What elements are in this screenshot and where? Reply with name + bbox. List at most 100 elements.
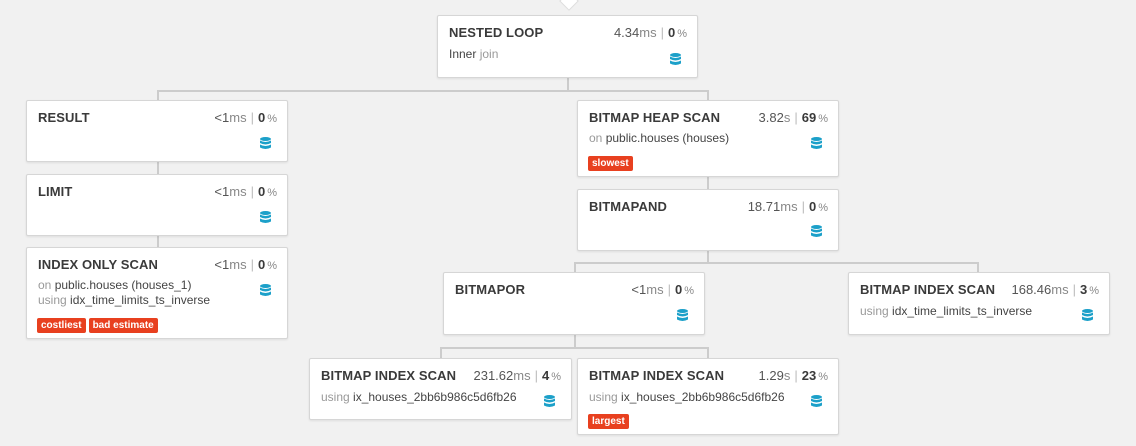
node-percent: 0 <box>808 199 817 214</box>
join-label: join <box>476 47 499 61</box>
node-percent: 23 <box>801 368 817 383</box>
tag-largest: largest <box>588 414 629 429</box>
database-icon <box>260 137 271 149</box>
node-detail: Inner join <box>449 47 498 61</box>
node-stats: 3.82s|69% <box>759 110 828 125</box>
plan-node-bitmap-index-scan-a[interactable]: BITMAP INDEX SCAN 231.62ms|4% using ix_h… <box>309 358 572 420</box>
node-index: using idx_time_limits_ts_inverse <box>38 293 210 307</box>
node-time: 231.62 <box>473 368 514 383</box>
plan-node-index-only-scan[interactable]: INDEX ONLY SCAN <1ms|0% on public.houses… <box>26 247 288 339</box>
index-name: idx_time_limits_ts_inverse <box>892 304 1033 318</box>
node-time: <1 <box>214 184 230 199</box>
node-relation: on public.houses (houses_1) <box>38 278 191 292</box>
node-time: <1 <box>214 257 230 272</box>
node-index: using ix_houses_2bb6b986c5d6fb26 <box>589 390 785 404</box>
node-stats: 18.71ms|0% <box>748 199 828 214</box>
stats-separator: | <box>794 368 798 383</box>
node-percent-sign: % <box>267 113 277 125</box>
node-stats: <1ms|0% <box>631 282 694 297</box>
database-icon <box>811 395 822 407</box>
index-name: ix_houses_2bb6b986c5d6fb26 <box>621 390 785 404</box>
node-title: BITMAP INDEX SCAN <box>589 368 725 383</box>
stats-separator: | <box>794 110 798 125</box>
node-percent-sign: % <box>267 260 277 272</box>
plan-node-bitmap-heap-scan[interactable]: BITMAP HEAP SCAN 3.82s|69% on public.hou… <box>577 100 839 177</box>
node-title: BITMAP INDEX SCAN <box>860 282 996 297</box>
database-icon <box>811 225 822 237</box>
node-time: 3.82 <box>758 110 784 125</box>
node-percent: 3 <box>1079 282 1088 297</box>
database-icon <box>260 211 271 223</box>
node-percent-sign: % <box>818 113 828 125</box>
plan-node-nested-loop[interactable]: NESTED LOOP 4.34ms|0% Inner join <box>437 15 698 78</box>
stats-separator: | <box>1072 282 1076 297</box>
plan-node-limit[interactable]: LIMIT <1ms|0% <box>26 174 288 236</box>
node-time-unit: s <box>783 368 791 383</box>
database-icon <box>811 137 822 149</box>
database-icon <box>677 309 688 321</box>
node-time: <1 <box>214 110 230 125</box>
node-percent: 0 <box>667 25 676 40</box>
plan-node-bitmapor[interactable]: BITMAPOR <1ms|0% <box>443 272 705 335</box>
database-icon <box>260 284 271 296</box>
stats-separator: | <box>667 282 671 297</box>
relation-name: public.houses (houses_1) <box>54 278 192 292</box>
database-icon <box>670 53 681 65</box>
node-time-unit: ms <box>513 368 531 383</box>
stats-separator: | <box>801 199 805 214</box>
join-type: Inner <box>449 47 477 61</box>
stats-separator: | <box>250 184 254 199</box>
node-index: using idx_time_limits_ts_inverse <box>860 304 1032 318</box>
node-stats: 1.29s|23% <box>759 368 828 383</box>
relation-prefix: on <box>38 278 55 292</box>
index-prefix: using <box>860 304 893 318</box>
node-tags: slowest <box>588 153 636 171</box>
node-title: BITMAPOR <box>455 282 526 297</box>
node-percent: 4 <box>541 368 550 383</box>
node-stats: <1ms|0% <box>214 110 277 125</box>
plan-node-bitmapand[interactable]: BITMAPAND 18.71ms|0% <box>577 189 839 251</box>
relation-name: public.houses (houses) <box>605 131 730 145</box>
index-name: idx_time_limits_ts_inverse <box>70 293 211 307</box>
node-time: 18.71 <box>747 199 781 214</box>
tag-slowest: slowest <box>588 156 633 171</box>
node-time-unit: ms <box>639 25 657 40</box>
plan-node-bitmap-index-scan-right[interactable]: BITMAP INDEX SCAN 168.46ms|3% using idx_… <box>848 272 1110 335</box>
node-percent: 0 <box>257 257 266 272</box>
node-stats: 168.46ms|3% <box>1011 282 1099 297</box>
database-icon <box>1082 309 1093 321</box>
tag-costliest: costliest <box>37 318 86 333</box>
tag-bad-estimate: bad estimate <box>88 318 158 333</box>
node-relation: on public.houses (houses) <box>589 131 729 145</box>
node-time-unit: ms <box>229 184 247 199</box>
node-title: BITMAP HEAP SCAN <box>589 110 721 125</box>
node-percent: 0 <box>257 110 266 125</box>
node-percent-sign: % <box>267 187 277 199</box>
node-time: 168.46 <box>1011 282 1052 297</box>
node-time-unit: ms <box>229 110 247 125</box>
node-percent-sign: % <box>1089 285 1099 297</box>
node-time-unit: ms <box>780 199 798 214</box>
stats-separator: | <box>660 25 664 40</box>
node-percent-sign: % <box>818 371 828 383</box>
index-name: ix_houses_2bb6b986c5d6fb26 <box>353 390 517 404</box>
node-stats: 231.62ms|4% <box>473 368 561 383</box>
relation-prefix: on <box>589 131 606 145</box>
node-title: NESTED LOOP <box>449 25 544 40</box>
plan-node-result[interactable]: RESULT <1ms|0% <box>26 100 288 162</box>
database-icon <box>544 395 555 407</box>
node-stats: 4.34ms|0% <box>614 25 687 40</box>
node-time: 1.29 <box>758 368 784 383</box>
index-prefix: using <box>321 390 354 404</box>
node-title: INDEX ONLY SCAN <box>38 257 158 272</box>
node-time: 4.34 <box>613 25 640 40</box>
index-prefix: using <box>38 293 71 307</box>
node-time-unit: ms <box>229 257 247 272</box>
node-title: RESULT <box>38 110 90 125</box>
node-title: BITMAP INDEX SCAN <box>321 368 457 383</box>
plan-node-bitmap-index-scan-b[interactable]: BITMAP INDEX SCAN 1.29s|23% using ix_hou… <box>577 358 839 435</box>
index-prefix: using <box>589 390 622 404</box>
node-stats: <1ms|0% <box>214 257 277 272</box>
stats-separator: | <box>534 368 538 383</box>
